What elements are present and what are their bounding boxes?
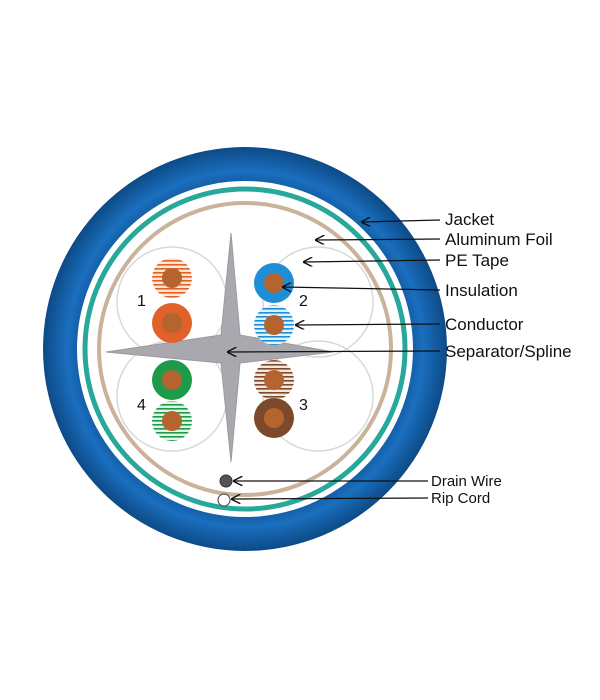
pair-3: 3 xyxy=(254,360,308,438)
rip-cord xyxy=(217,493,231,507)
pair-1-number: 1 xyxy=(137,293,146,310)
pair-1: 1 xyxy=(137,258,192,343)
wire-2-striped-conductor xyxy=(264,315,284,335)
pair-4: 4 xyxy=(137,360,192,441)
wire-3-striped-conductor xyxy=(264,370,284,390)
label-pe-tape: PE Tape xyxy=(445,251,509,270)
pe-tape-ring xyxy=(97,201,393,497)
pair-4-number: 4 xyxy=(137,397,146,414)
aluminum-foil-ring xyxy=(82,186,408,512)
label-aluminum-foil: Aluminum Foil xyxy=(445,230,553,249)
label-rip-cord: Rip Cord xyxy=(431,490,490,507)
pair-3-number: 3 xyxy=(299,397,308,414)
label-drain-wire: Drain Wire xyxy=(431,473,502,490)
pair-2-number: 2 xyxy=(299,293,308,310)
wire-4-striped-conductor xyxy=(162,411,182,431)
label-separator-spline: Separator/Spline xyxy=(445,342,572,361)
leader-lines xyxy=(228,220,441,499)
wire-1-striped-conductor xyxy=(162,268,182,288)
label-insulation: Insulation xyxy=(445,281,518,300)
pair-2: 2 xyxy=(254,263,308,345)
label-jacket: Jacket xyxy=(445,210,494,229)
wire-3-solid-conductor xyxy=(264,408,284,428)
drain-wire xyxy=(219,474,233,488)
wire-4-solid-conductor xyxy=(162,370,182,390)
wire-1-solid-conductor xyxy=(162,313,182,333)
label-conductor: Conductor xyxy=(445,315,524,334)
wire-2-solid-conductor xyxy=(264,273,284,293)
